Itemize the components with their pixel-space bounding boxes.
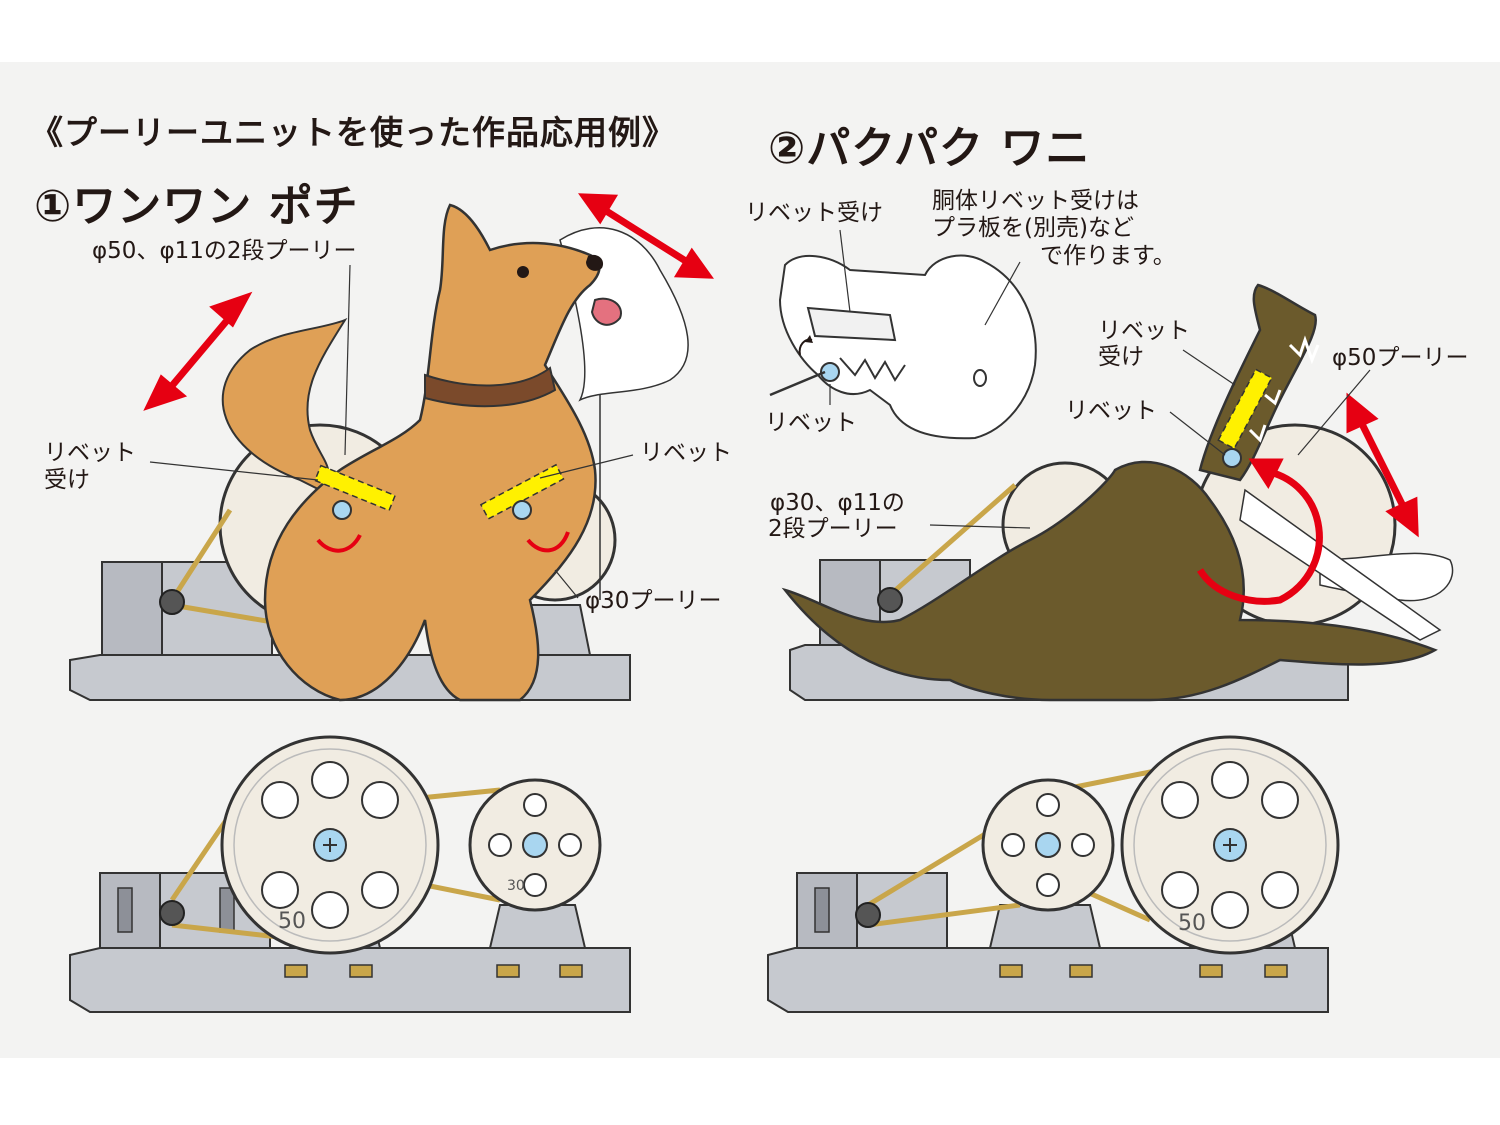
label-two-stage-pulley-dog: φ50、φ11の2段プーリー (92, 238, 357, 264)
pulley-50-left-lower (220, 735, 440, 955)
dog-tongue (590, 297, 622, 326)
dog-nose (586, 254, 604, 271)
motor-shaft-left-lower (159, 900, 185, 926)
label-two-stage-pulley-croc-line1: φ30、φ11の (770, 490, 905, 516)
label-note-line1: 胴体リベット受けは (932, 188, 1139, 214)
dog-leader-lines (149, 264, 634, 599)
label-rivet-receiver-dog-line2: 受け (44, 467, 90, 493)
dog-tail (221, 317, 348, 492)
label-rivet-receiver-croc-line2: 受け (1098, 344, 1144, 370)
croc-rivet-dot (1222, 448, 1242, 468)
croc-body (781, 460, 1438, 702)
page-title: 《プーリーユニットを使った作品応用例》 (30, 113, 676, 152)
pulley-30-left-lower (468, 778, 602, 912)
label-rivet-dog: リベット (640, 440, 732, 466)
croc-motion-arrows (1197, 392, 1419, 605)
label-rivet-receiver-croc-top: リベット受け (745, 200, 883, 226)
label-two-stage-pulley-croc-line2: 2段プーリー (768, 516, 898, 542)
pulley-number-30-left: 30 (507, 878, 525, 894)
croc-rivet-plate (1217, 368, 1273, 450)
motor-shaft-right-lower (855, 902, 881, 928)
pulley-number-50-right: 50 (1178, 911, 1206, 936)
label-note-line3: で作ります。 (1040, 243, 1176, 269)
pulley-30-right-lower (981, 778, 1115, 912)
dog-rivet-plates (313, 463, 565, 520)
section-heading-croc: ②パクパク ワニ (768, 123, 1091, 174)
dog-eye (517, 266, 529, 278)
label-rivet-receiver-dog-line1: リベット (44, 440, 136, 466)
dog-motion-arrows (143, 193, 714, 553)
pulley-50-right-lower (1120, 735, 1340, 955)
label-pulley50-croc: φ50プーリー (1332, 345, 1469, 371)
section-heading-dog: ①ワンワン ポチ (34, 181, 359, 232)
croc-teeth (1248, 335, 1320, 443)
label-pulley30-dog: φ30プーリー (585, 588, 722, 614)
croc-lower-jaw-ghost (1239, 488, 1442, 641)
croc-detail-jaw (769, 254, 1037, 440)
label-rivet-croc-small: リベット (765, 410, 857, 436)
label-rivet-receiver-croc-line1: リベット (1098, 318, 1190, 344)
label-rivet-croc-jaw: リベット (1065, 398, 1157, 424)
dog-body (263, 203, 601, 702)
pulley-number-50-left: 50 (278, 909, 306, 934)
dog-collar (424, 366, 557, 408)
croc-leader-lines (829, 229, 1371, 529)
label-note-line2: プラ板を(別売)など (932, 215, 1134, 241)
